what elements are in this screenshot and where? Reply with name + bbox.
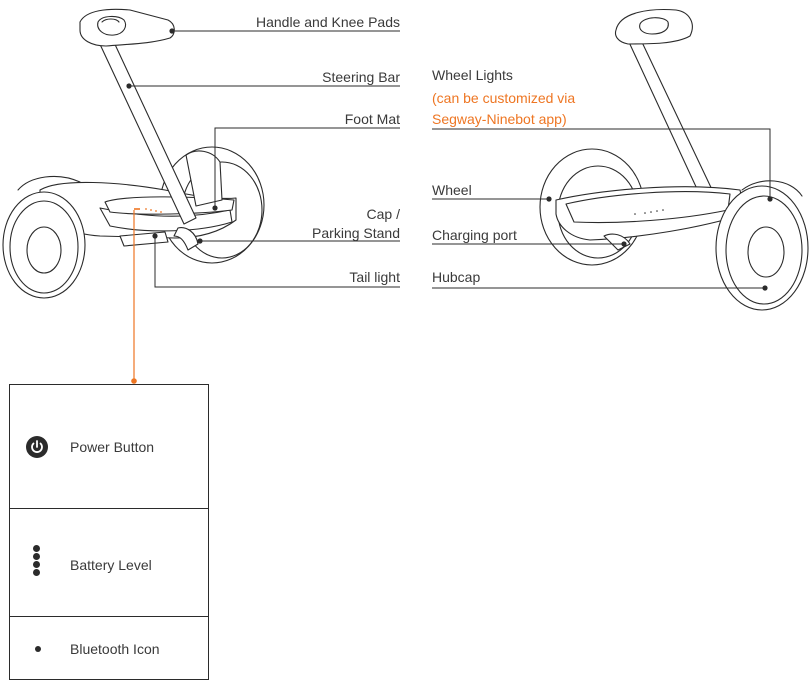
- label-wheel-lights: Wheel Lights: [432, 67, 513, 83]
- front-indicator: [634, 209, 664, 215]
- label-charging-port: Charging port: [432, 227, 517, 243]
- label-wheel-lights-note-2: Segway-Ninebot app): [432, 111, 567, 127]
- label-hubcap: Hubcap: [432, 269, 480, 285]
- scooter-front-view: [539, 9, 809, 311]
- bluetooth-icon-label: Bluetooth Icon: [70, 641, 160, 657]
- battery-level-icon: [33, 545, 41, 577]
- panel-row-bluetooth: Bluetooth Icon: [10, 617, 208, 681]
- label-wheel-lights-note-1: (can be customized via: [432, 90, 575, 106]
- right-leader-lines: [432, 128, 771, 289]
- label-handle-knee-pads: Handle and Knee Pads: [256, 14, 400, 30]
- label-steering-bar: Steering Bar: [322, 69, 400, 85]
- panel-row-battery: Battery Level: [10, 509, 208, 617]
- dashboard-panel: Power Button Battery Level Bluetooth Ico…: [9, 384, 209, 680]
- scooter-rear-view: [2, 8, 265, 299]
- power-button-label: Power Button: [70, 439, 155, 455]
- power-callout-line: [131, 210, 137, 384]
- label-cap: Cap /: [367, 206, 401, 222]
- bluetooth-icon: [35, 646, 41, 652]
- left-leader-lines: [129, 30, 400, 288]
- label-wheel: Wheel: [432, 182, 472, 198]
- power-icon: [26, 436, 48, 458]
- indicator-lights: [134, 208, 162, 213]
- panel-row-power: Power Button: [10, 385, 208, 509]
- label-parking-stand: Parking Stand: [312, 225, 400, 241]
- label-tail-light: Tail light: [349, 269, 400, 285]
- battery-level-label: Battery Level: [70, 557, 152, 573]
- label-foot-mat: Foot Mat: [345, 111, 400, 127]
